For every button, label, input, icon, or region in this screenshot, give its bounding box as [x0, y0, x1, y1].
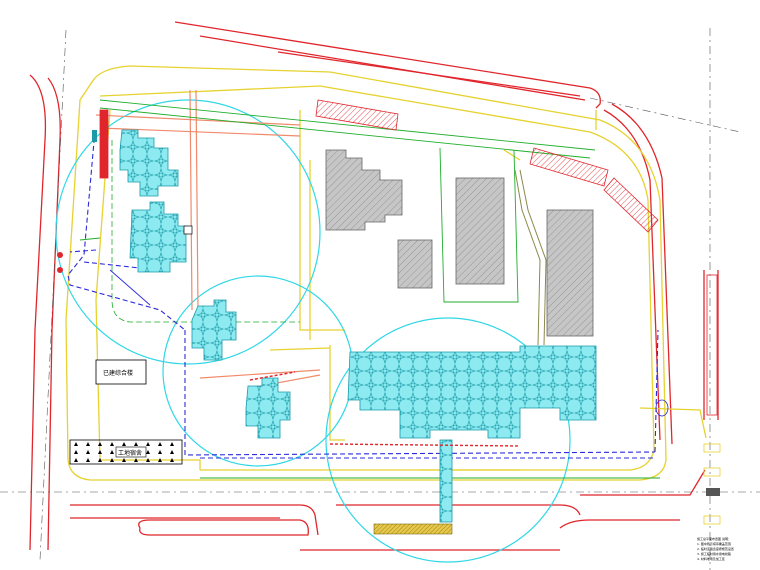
- building-block-main: [347, 345, 597, 439]
- building-block-c: [191, 299, 237, 361]
- legend-note: 3. 施工临时用水用电线路: [697, 551, 731, 556]
- processing-yard: [373, 523, 453, 535]
- legend-note: 施工总平面布置图 说明：: [697, 536, 731, 541]
- existing-buildings: [325, 149, 594, 337]
- storage-north: [315, 99, 399, 131]
- storage-west: [99, 109, 109, 179]
- power-lines: [79, 99, 660, 479]
- crane-base-marker: [183, 225, 193, 235]
- new-buildings: [119, 129, 597, 523]
- hydrant-marker: [57, 267, 63, 273]
- storage-east: [603, 177, 659, 233]
- markers: [57, 130, 721, 525]
- legend-notes: 施工总平面布置图 说明： 1. 图中所示塔吊覆盖范围 2. 临时道路宽度按规范设…: [697, 536, 734, 561]
- dormitory: 工地宿舍: [69, 439, 183, 465]
- gate-marker: [92, 130, 97, 142]
- site-boundary: [65, 65, 707, 481]
- existing-building-small: [397, 239, 433, 289]
- storage-northeast: [529, 147, 609, 187]
- construction-road: [514, 169, 547, 346]
- storage-areas: [99, 99, 718, 416]
- gate-post-marker: [706, 488, 720, 496]
- legend-note: 1. 图中所示塔吊覆盖范围: [697, 541, 731, 546]
- scaffold-lines: [249, 371, 521, 447]
- well-marker: [655, 399, 669, 417]
- building-block-a: [119, 129, 179, 197]
- fence-line: [111, 140, 300, 323]
- building-link: [439, 439, 453, 523]
- existing-building-east: [546, 209, 594, 337]
- water-lines: [67, 129, 659, 459]
- building-block-d: [245, 377, 291, 439]
- office-building: 已建综合楼: [95, 359, 147, 385]
- guard-house-marker: [703, 443, 721, 453]
- temporary-roads: [95, 89, 321, 389]
- legend-note: 4. 材料堆场及加工区: [697, 556, 725, 561]
- office-label: 已建综合楼: [103, 369, 133, 377]
- building-block-b: [129, 201, 187, 273]
- guard-house-marker: [703, 515, 721, 525]
- storage-right-strip: [706, 274, 718, 416]
- guard-house-marker: [703, 467, 721, 477]
- road-outlines: [29, 21, 719, 551]
- grid-lines: [0, 28, 760, 570]
- legend-note: 2. 临时道路宽度按规范设置: [697, 546, 734, 551]
- hydrant-marker: [57, 252, 63, 258]
- dormitory-label: 工地宿舍: [118, 449, 142, 457]
- existing-building-center: [455, 177, 505, 285]
- existing-building-west: [325, 149, 403, 231]
